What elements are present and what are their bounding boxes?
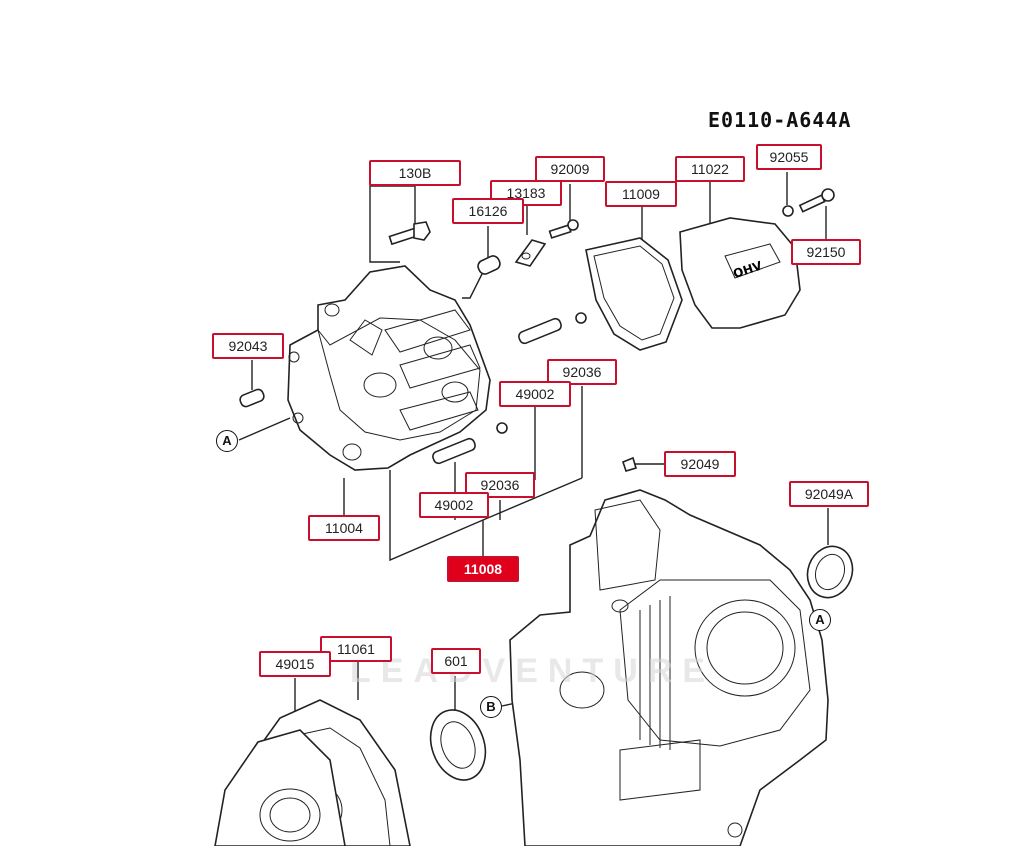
- callout-92036-upper[interactable]: 92036: [547, 359, 617, 385]
- callout-11004[interactable]: 11004: [308, 515, 380, 541]
- dowel-pin-92043: [239, 388, 265, 408]
- callout-92049[interactable]: 92049: [664, 451, 736, 477]
- reference-marker-b: B: [480, 696, 502, 718]
- callout-49015[interactable]: 49015: [259, 651, 331, 677]
- bearing-601: [429, 709, 487, 781]
- callout-92049a[interactable]: 92049A: [789, 481, 869, 507]
- callout-49002-upper[interactable]: 49002: [499, 381, 571, 407]
- callout-16126[interactable]: 16126: [452, 198, 524, 224]
- callout-11008[interactable]: 11008: [447, 556, 519, 582]
- rocker-cover-11022: [679, 217, 801, 329]
- callout-11061[interactable]: 11061: [320, 636, 392, 662]
- nut-92049: [622, 456, 637, 472]
- guide-49002-upper: [518, 317, 562, 345]
- watermark: LEADVENTURE: [350, 652, 716, 690]
- screw-92009: [548, 219, 579, 239]
- callout-49002-lower[interactable]: 49002: [419, 492, 489, 518]
- bolt-92150: [798, 188, 835, 213]
- crankcase-outline: [509, 489, 829, 846]
- oring-92055: [782, 205, 794, 217]
- gasket-11009: [585, 237, 683, 351]
- callout-92150[interactable]: 92150: [791, 239, 861, 265]
- callout-11022[interactable]: 11022: [675, 156, 745, 182]
- ring-92036-upper: [575, 312, 587, 324]
- guide-49002-lower: [432, 437, 476, 465]
- cover-49015: [214, 729, 346, 846]
- cylinder-head-outline: [287, 265, 491, 471]
- reference-marker-a: A: [809, 609, 831, 631]
- pin-16126: [477, 255, 501, 275]
- callout-92036-lower[interactable]: 92036: [465, 472, 535, 498]
- callout-601[interactable]: 601: [431, 648, 481, 674]
- callout-92009[interactable]: 92009: [535, 156, 605, 182]
- bolt-130b: [388, 221, 431, 246]
- diagram-code: E0110-A644A: [708, 108, 852, 132]
- callout-92043[interactable]: 92043: [212, 333, 284, 359]
- callout-130b[interactable]: 130B: [369, 160, 461, 186]
- plate-13183: [514, 239, 547, 267]
- callout-11009[interactable]: 11009: [605, 181, 677, 207]
- ring-92036-lower: [496, 422, 508, 434]
- reference-marker-a: A: [216, 430, 238, 452]
- oil-seal-92049a: [806, 545, 854, 599]
- callout-13183[interactable]: 13183: [490, 180, 562, 206]
- callout-92055[interactable]: 92055: [756, 144, 822, 170]
